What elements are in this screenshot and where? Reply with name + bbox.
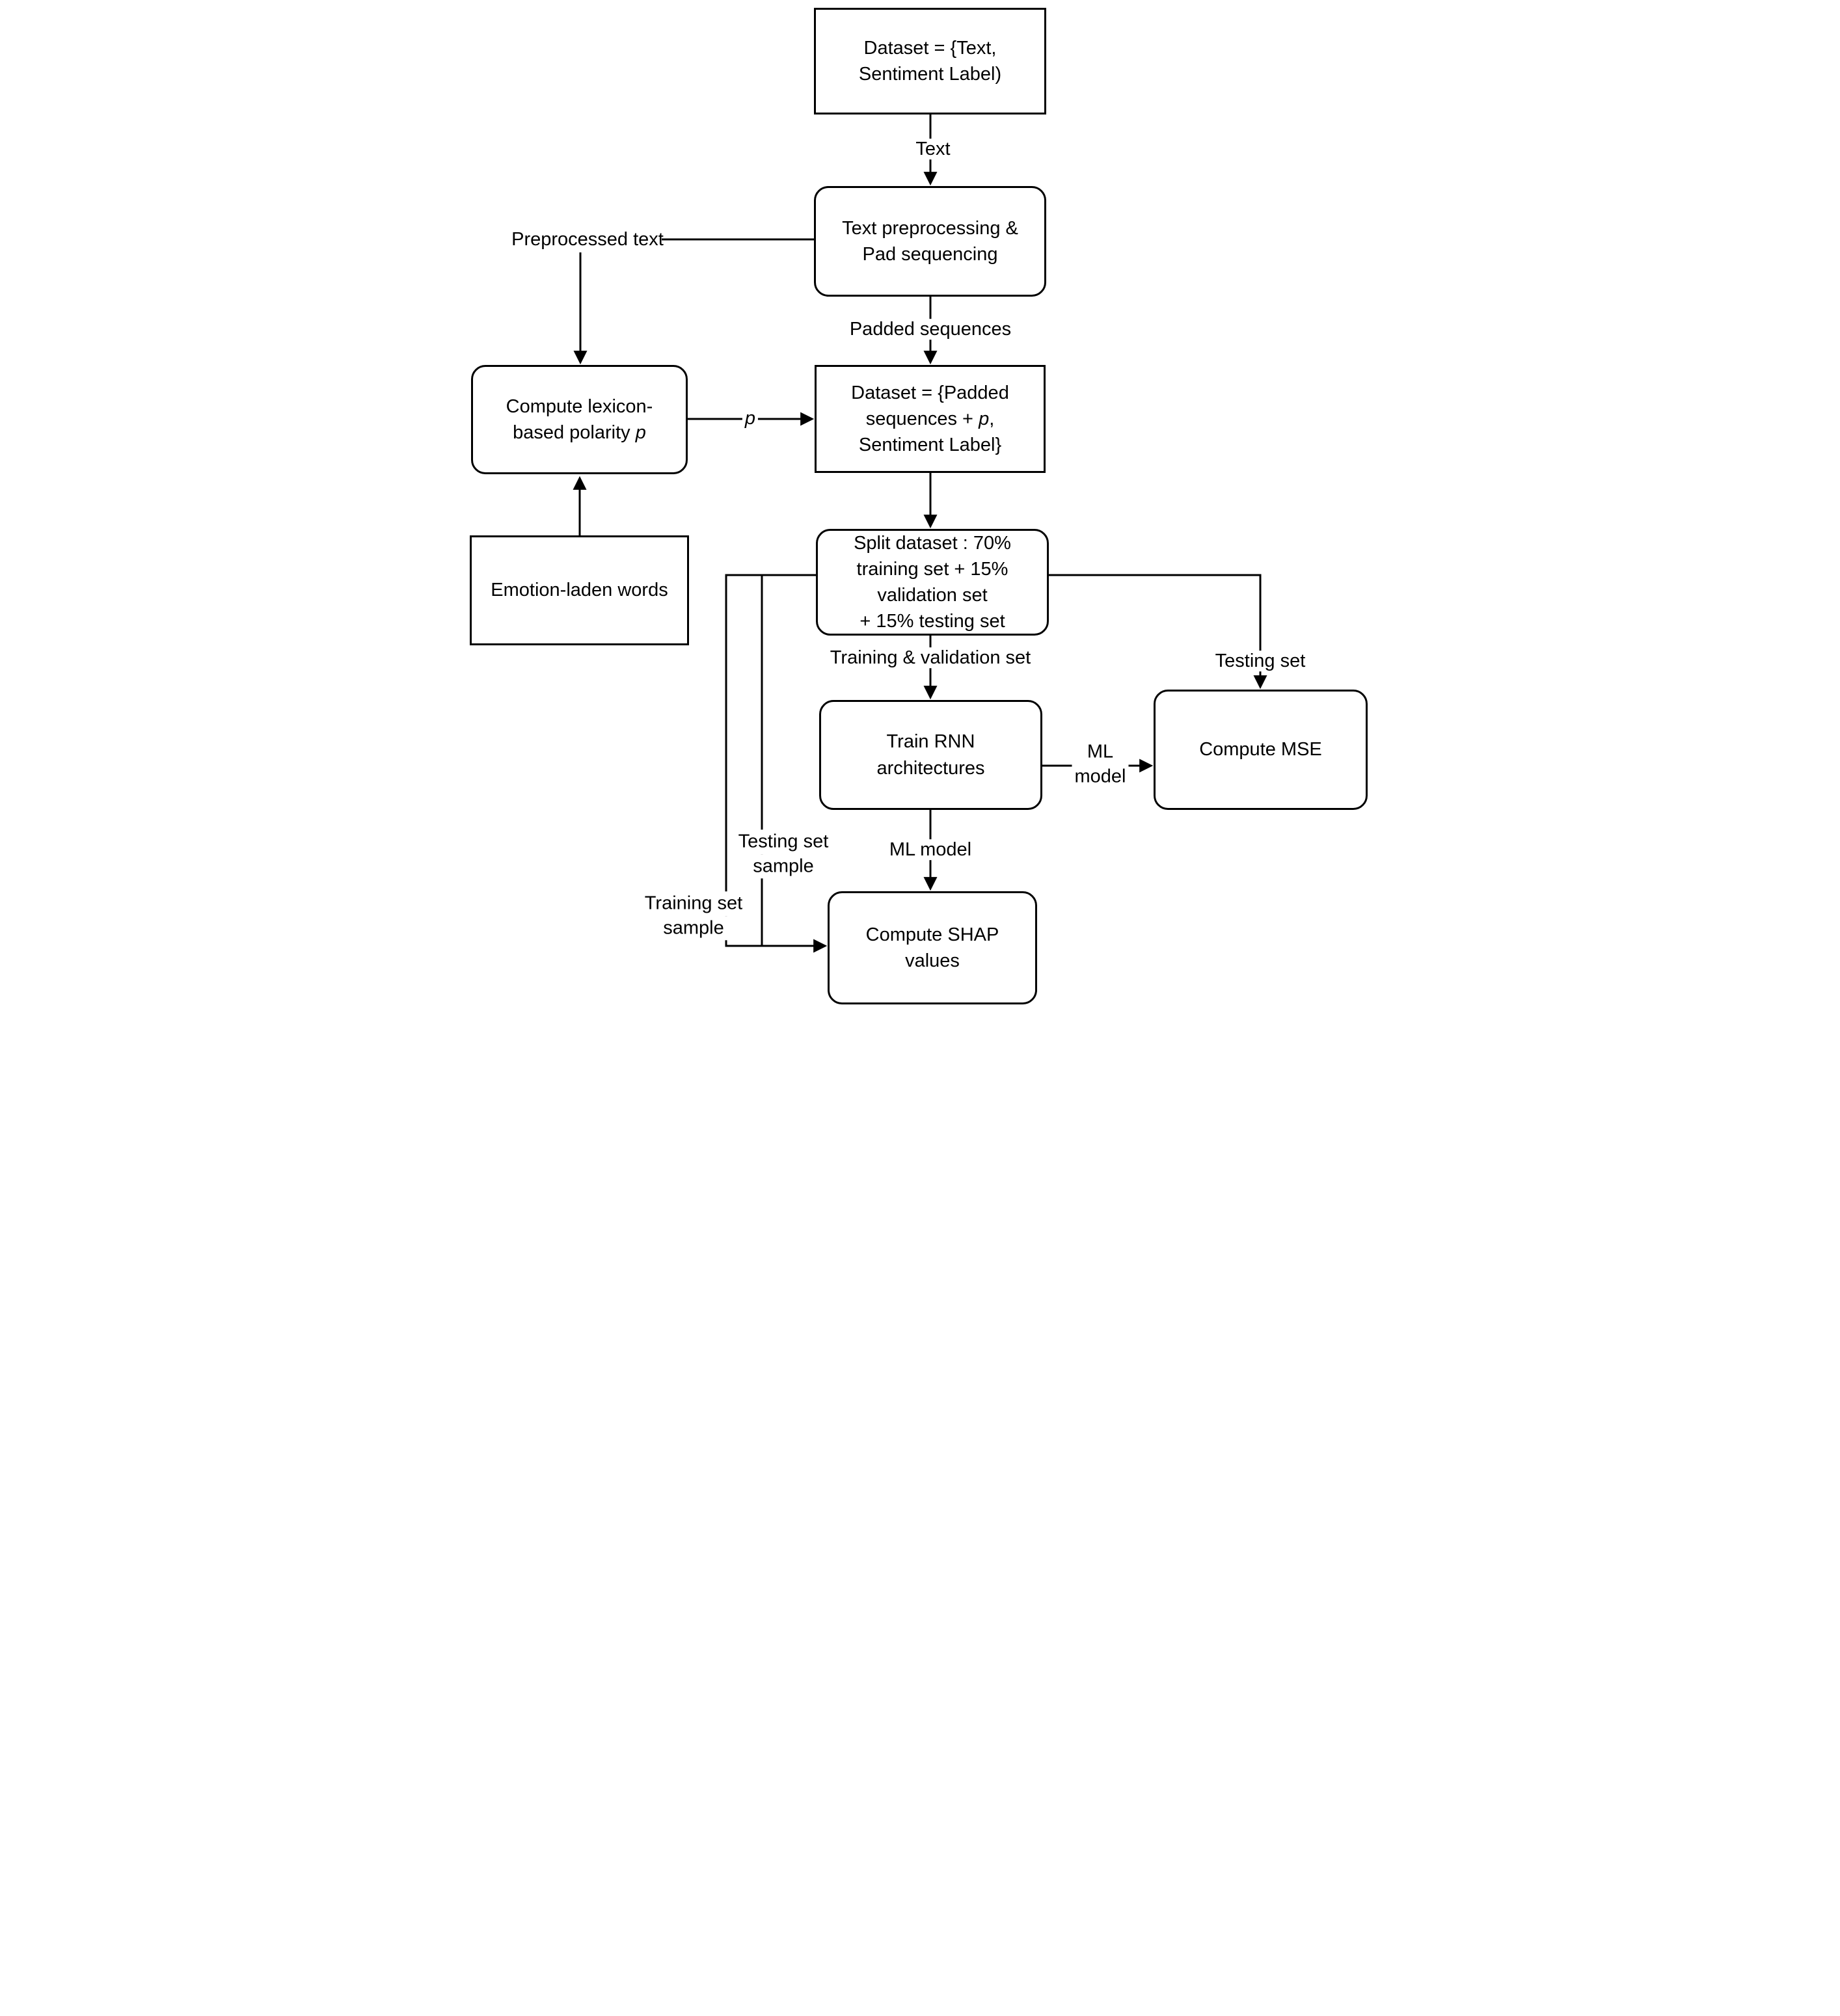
node-text-line: based polarity p <box>513 422 646 443</box>
node-text-line: architectures <box>876 757 985 779</box>
node-train-rnn: Train RNN architectures <box>819 700 1042 810</box>
italic-p: p <box>635 422 646 443</box>
edge-label-testing-set-sample: Testing set sample <box>735 829 832 879</box>
node-dataset-padded-sequences: Dataset = {Padded sequences + p, Sentime… <box>815 365 1046 473</box>
node-text-line: Compute SHAP <box>865 924 999 945</box>
italic-p: p <box>979 408 990 429</box>
node-text-line: Train RNN <box>886 731 975 753</box>
node-text-preprocessing: Text preprocessing & Pad sequencing <box>814 186 1046 297</box>
edge-split-to-mse-testing-arrow <box>1049 574 1267 690</box>
edge-label-padded-sequences: Padded sequences <box>846 317 1014 342</box>
node-text-line: Dataset = {Padded <box>851 382 1009 403</box>
node-text-line: Emotion-laden words <box>491 580 668 601</box>
node-compute-mse: Compute MSE <box>1154 690 1368 810</box>
node-compute-lexicon-polarity: Compute lexicon- based polarity p <box>471 365 688 474</box>
node-text-line: Compute lexicon- <box>506 396 653 417</box>
node-text-line: sequences + p, <box>865 408 995 429</box>
edge-label-training-set-sample: Training set sample <box>642 891 746 941</box>
node-text-line: Compute MSE <box>1199 739 1322 760</box>
node-text-line: Sentiment Label} <box>858 435 1002 455</box>
flowchart-canvas: Dataset = {Text, Sentiment Label) Text p… <box>460 0 1380 1008</box>
node-emotion-laden-words: Emotion-laden words <box>470 535 689 645</box>
edge-label-p: p <box>742 407 759 431</box>
node-text-line: values <box>905 950 960 971</box>
node-text-line: validation set <box>877 585 988 606</box>
edge-label-preprocessed-text: Preprocessed text <box>511 229 664 250</box>
node-text-line: Sentiment Label) <box>858 64 1002 85</box>
node-text-line: Pad sequencing <box>862 244 998 265</box>
node-text-line: + 15% testing set <box>859 611 1005 632</box>
node-text-line: training set + 15% <box>856 558 1008 580</box>
edge-label-ml-model-down: ML model <box>886 838 975 863</box>
node-compute-shap: Compute SHAP values <box>828 891 1037 1004</box>
edge-label-training-validation-set: Training & validation set <box>827 646 1034 671</box>
node-text-line: Split dataset : 70% <box>854 532 1011 554</box>
edge-label-ml-model-right: ML model <box>1072 740 1129 789</box>
node-split-dataset: Split dataset : 70% training set + 15% v… <box>816 529 1049 636</box>
node-text-line: Dataset = {Text, <box>863 37 997 59</box>
edge-label-testing-set: Testing set <box>1212 649 1308 674</box>
node-dataset-text-label: Dataset = {Text, Sentiment Label) <box>814 8 1046 114</box>
edge-split-to-shap-training-sample-arrow <box>725 574 828 953</box>
edge-label-text: Text <box>913 137 953 162</box>
node-text-line: Text preprocessing & <box>842 217 1018 239</box>
